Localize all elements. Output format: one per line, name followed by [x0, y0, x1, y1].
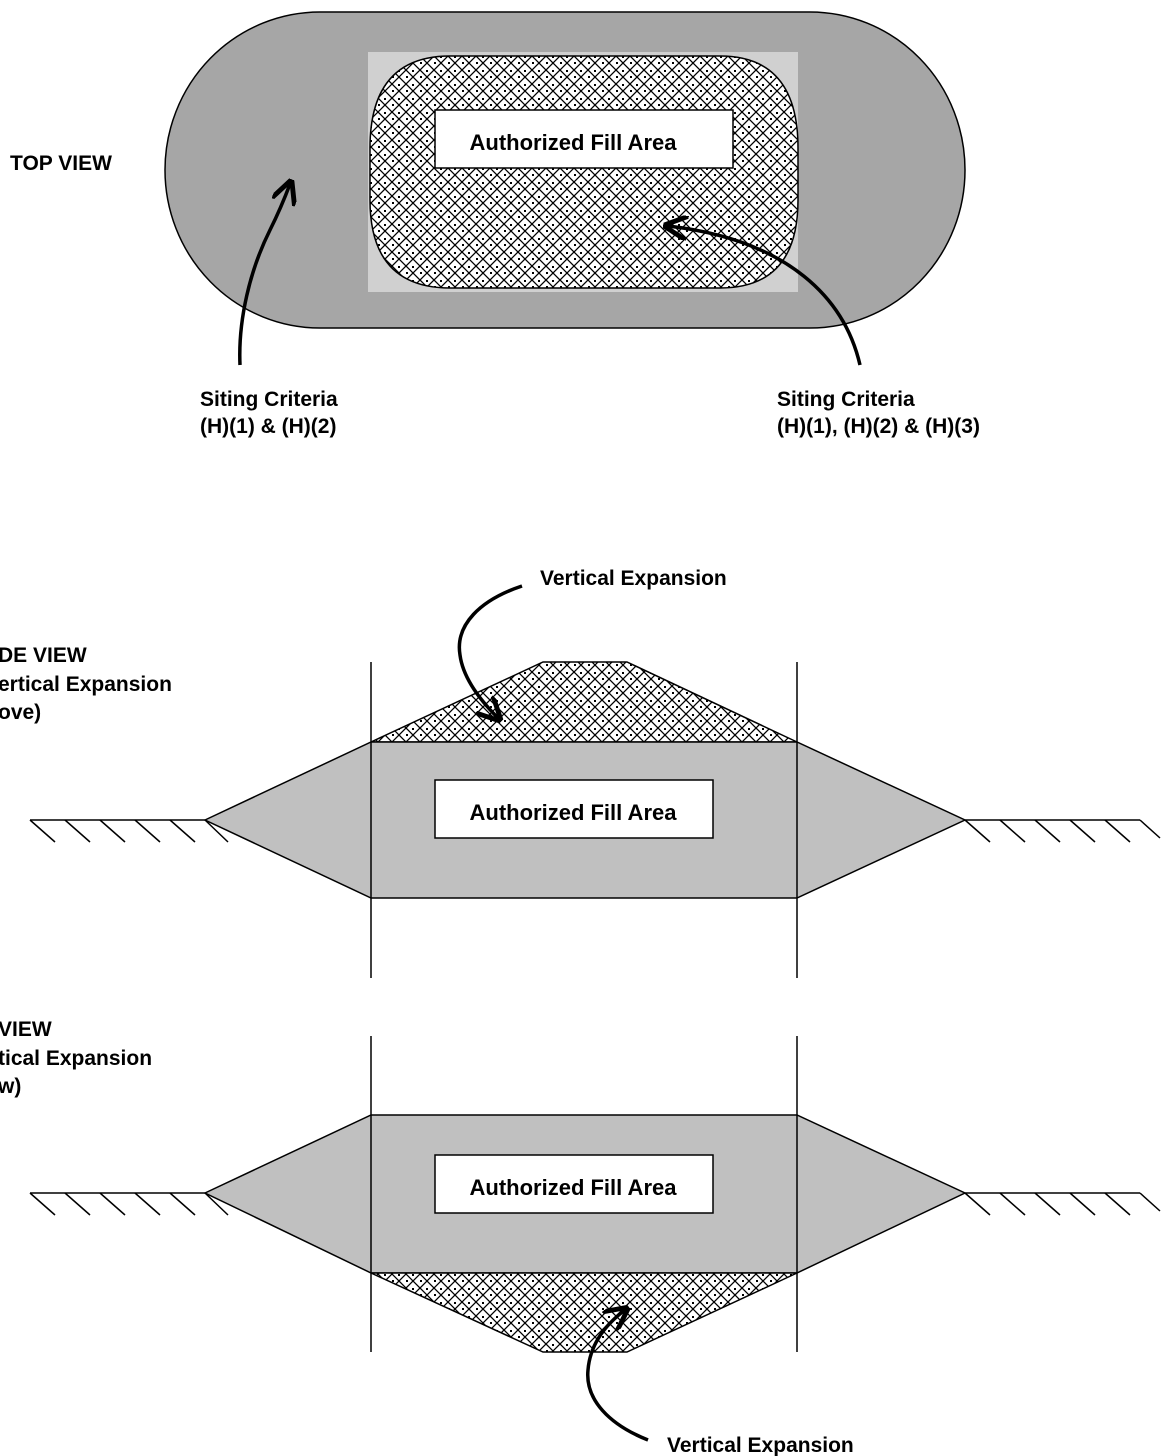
ground-ticks-left — [29, 819, 229, 843]
fill-area-box — [434, 779, 714, 839]
fill-area-label: Authorized Fill Area — [470, 800, 678, 825]
side-view-title-line3: ove) — [0, 701, 41, 724]
side-view-title-line3: w) — [0, 1075, 21, 1098]
arrow-right — [668, 226, 862, 366]
ground-ticks-right — [964, 1192, 1161, 1216]
arrow-left — [238, 184, 290, 366]
callout-right-line2: (H)(1), (H)(2) & (H)(3) — [777, 415, 980, 438]
side-view-title-line1: VIEW — [0, 1018, 52, 1041]
expansion-label-above: Vertical Expansion — [540, 567, 727, 590]
fill-area-box — [434, 1154, 714, 1214]
ground-ticks-right — [964, 819, 1161, 843]
top-view: Authorized Fill Area TOP VIEW Siting Cri… — [10, 11, 980, 438]
fill-area-label: Authorized Fill Area — [470, 130, 678, 155]
callout-left-line1: Siting Criteria — [200, 388, 338, 411]
vertical-expansion-above — [370, 661, 798, 743]
fill-area-box — [434, 109, 734, 169]
arrow-expansion-above — [457, 584, 523, 718]
fill-area-label: Authorized Fill Area — [470, 1175, 678, 1200]
vertical-expansion-below — [370, 1272, 798, 1353]
side-view-below: Authorized Fill Area VIEW tical Expansio… — [0, 1018, 1161, 1456]
side-view-title-line2: tical Expansion — [0, 1047, 152, 1070]
ground-ticks-left — [29, 1192, 229, 1216]
callout-right-line1: Siting Criteria — [777, 388, 915, 411]
siting-inner-area — [369, 55, 799, 289]
callout-left-line2: (H)(1) & (H)(2) — [200, 415, 336, 438]
side-view-title-line1: DE VIEW — [0, 644, 87, 667]
expansion-label-below: Vertical Expansion — [667, 1434, 854, 1456]
top-view-title: TOP VIEW — [10, 152, 112, 175]
side-view-above: Authorized Fill Area DE VIEW ertical Exp… — [0, 567, 1161, 978]
arrow-expansion-below — [586, 1310, 649, 1442]
side-view-title-line2: ertical Expansion — [0, 673, 172, 696]
